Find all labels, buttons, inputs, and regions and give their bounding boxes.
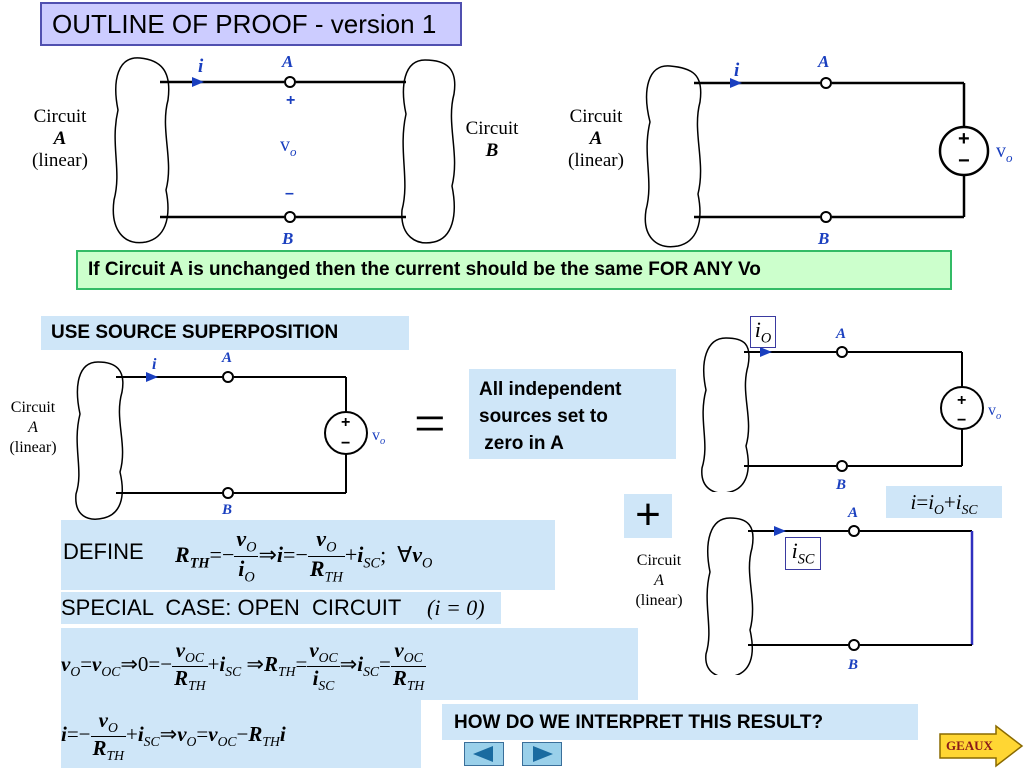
source-plus: + [958,128,970,150]
circuit-a-blob [644,65,702,248]
circuit-a-blob [705,517,754,675]
voltage-label: vo [280,134,297,159]
note-text: All independent sources set to zero in A [479,379,622,454]
node-a-terminal [848,525,860,537]
source-circle [940,386,984,430]
geaux-button[interactable]: GEAUX [938,724,1024,768]
source-circle [324,411,368,455]
plus-box: + [624,493,672,538]
circuit-a-label: Circuit A (linear) [9,399,57,456]
voltage-label: vo [996,140,1013,165]
title-box: OUTLINE OF PROOF - version 1 [40,2,462,46]
io-label: iO [750,316,776,348]
current-label: i [152,356,157,373]
plus-sign: + [635,490,661,539]
note-box: All independent sources set to zero in A [469,369,676,459]
special-case-box: SPECIAL CASE: OPEN CIRCUIT (i = 0) [61,592,501,624]
node-a-label: A [836,326,847,342]
node-a-terminal [820,77,832,89]
node-b-label: B [282,229,294,248]
node-b-terminal [848,639,860,651]
current-sum-equation: i=iO+iSC [886,486,1002,518]
circuit-a-label: Circuit A (linear) [32,106,88,171]
source-minus: − [341,435,351,452]
superposition-heading-box: USE SOURCE SUPERPOSITION [41,316,409,350]
node-b-label: B [818,229,830,248]
node-a-label: A [282,52,294,71]
node-a-terminal [284,76,296,88]
source-minus: − [957,412,967,429]
current-arrow-icon [760,347,772,357]
node-b-label: B [836,477,847,493]
node-a-label: A [222,350,233,366]
statement-text: If Circuit A is unchanged then the curre… [88,259,761,280]
node-b-label: B [848,657,859,673]
right-triangle-icon [533,746,553,762]
voltage-label: vo [988,402,1002,423]
plus-sign: + [286,92,296,109]
source-circle [938,125,990,177]
node-a-terminal [222,371,234,383]
circuit-a-label: Circuit A (linear) [568,106,624,171]
current-arrow-icon [730,78,742,88]
minus-sign: – [285,185,294,202]
top-right-circuit-diagram [644,65,990,248]
current-arrow-icon [146,372,158,382]
isc-label: iSC [785,537,821,570]
equals-sign: = [414,393,446,455]
current-label: i [198,56,204,77]
circuit-a-blob [112,57,170,244]
circuit-a-blob [701,337,750,492]
top-left-circuit-diagram [112,57,456,244]
voltage-label: vo [372,427,386,448]
source-plus: + [957,392,967,409]
zeroed-sources-circuit [701,337,984,492]
circuit-a-blob [75,361,124,520]
page-title: OUTLINE OF PROOF - version 1 [52,9,437,39]
next-slide-button[interactable] [522,742,562,766]
geaux-label: GEAUX [946,738,993,753]
current-label: i [734,60,740,81]
circuit-a-label: Circuit A (linear) [635,552,683,609]
node-b-terminal [222,487,234,499]
source-plus: + [341,414,351,431]
current-arrow-icon [192,77,204,87]
left-triangle-icon [473,746,493,762]
short-circuit-diagram [705,517,974,675]
question-text: HOW DO WE INTERPRET THIS RESULT? [454,712,824,733]
node-a-label: A [848,505,859,521]
special-case-text: SPECIAL CASE: OPEN CIRCUIT [61,595,402,620]
circuit-b-label: Circuit B [465,118,519,161]
geaux-arrow-icon [939,724,1024,768]
question-box: HOW DO WE INTERPRET THIS RESULT? [442,704,918,740]
source-minus: − [958,150,970,172]
define-label: DEFINE [63,539,144,564]
node-a-label: A [818,52,830,71]
superposition-left-circuit [75,361,368,520]
special-case-condition: (i = 0) [427,595,485,620]
node-b-terminal [836,460,848,472]
node-a-terminal [836,346,848,358]
previous-slide-button[interactable] [464,742,504,766]
superposition-heading: USE SOURCE SUPERPOSITION [51,322,339,343]
node-b-terminal [820,211,832,223]
current-arrow-icon [774,526,786,536]
statement-box: If Circuit A is unchanged then the curre… [76,250,952,290]
node-b-label: B [222,502,233,518]
circuit-b-blob [401,59,456,244]
node-b-terminal [284,211,296,223]
